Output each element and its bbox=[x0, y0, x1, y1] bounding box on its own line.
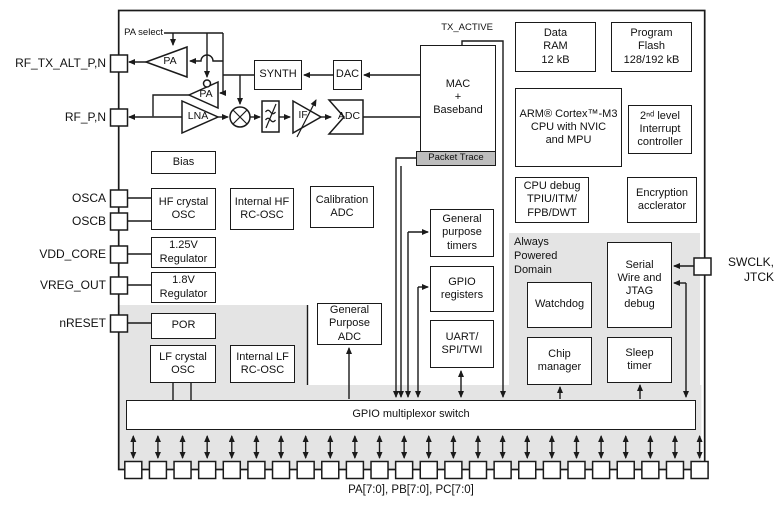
gpio-pin bbox=[394, 460, 414, 480]
pa-select-label: PA select bbox=[124, 27, 163, 38]
pin-osca bbox=[109, 189, 129, 208]
gpio-pin bbox=[690, 460, 709, 480]
block-gpio-registers: GPIO registers bbox=[430, 266, 494, 312]
block-watchdog: Watchdog bbox=[527, 282, 592, 328]
block-lf-crystal-osc: LF crystal OSC bbox=[150, 345, 216, 383]
pa2-label: PA bbox=[199, 88, 213, 100]
tx-active-wire bbox=[461, 40, 506, 398]
gpio-pin bbox=[321, 460, 340, 480]
block-calibration-adc: Calibration ADC bbox=[310, 186, 374, 228]
block-internal-hf-rc-osc: Internal HF RC-OSC bbox=[230, 188, 294, 230]
pin-label-vreg-out: VREG_OUT bbox=[39, 278, 106, 292]
block-regulator-18: 1.8V Regulator bbox=[151, 272, 216, 303]
tx-active-label: TX_ACTIVE bbox=[441, 22, 493, 33]
pin-rf bbox=[109, 108, 129, 127]
gpio-pin bbox=[591, 460, 611, 480]
block-uart-spi-twi: UART/ SPI/TWI bbox=[430, 320, 494, 368]
packet-trace-wire bbox=[393, 157, 417, 398]
gpio-pin bbox=[173, 460, 192, 480]
gain-arrow bbox=[296, 99, 317, 138]
block-serial-wire-jtag: Serial Wire and JTAG debug bbox=[607, 242, 672, 328]
block-program-flash: Program Flash 128/192 kB bbox=[611, 22, 692, 72]
swclk-jtck-label: SWCLK, JTCK bbox=[727, 255, 774, 284]
block-dac: DAC bbox=[333, 60, 362, 90]
pin-label-osca: OSCA bbox=[71, 191, 106, 205]
gpio-pin bbox=[296, 460, 315, 480]
gpio-port-label: PA[7:0], PB[7:0], PC[7:0] bbox=[348, 484, 474, 496]
gpio-pin bbox=[247, 460, 266, 480]
gpio-pin bbox=[616, 460, 635, 480]
gpio-pins bbox=[124, 435, 709, 480]
pa1-amp-triangle bbox=[143, 45, 188, 79]
lna-label: LNA bbox=[187, 110, 209, 122]
pin-vdd-core bbox=[109, 245, 129, 264]
pa1-label: PA bbox=[163, 55, 177, 67]
side-pins bbox=[109, 54, 712, 333]
rx-adc-shape bbox=[327, 99, 364, 135]
gpio-pin bbox=[370, 460, 389, 480]
block-interrupt-controller: 2ⁿᵈ level Interrupt controller bbox=[628, 105, 692, 154]
pin-rf-tx-alt bbox=[109, 54, 129, 73]
pin-swclk-jtck bbox=[693, 257, 712, 276]
gpio-pin bbox=[197, 460, 217, 480]
gpio-pin bbox=[419, 460, 439, 480]
pin-label-oscb: OSCB bbox=[71, 214, 106, 228]
pin-oscb bbox=[109, 212, 129, 231]
rx-adc-label: ADC bbox=[337, 110, 361, 122]
if-label: IF bbox=[298, 110, 308, 121]
block-synth: SYNTH bbox=[254, 60, 302, 90]
block-general-purpose-timers: General purpose timers bbox=[430, 209, 494, 257]
block-regulator-125: 1.25V Regulator bbox=[151, 237, 216, 268]
pin-label-rf: RF_P,N bbox=[64, 110, 106, 124]
gpio-pin bbox=[517, 460, 537, 480]
pa2-amp-triangle bbox=[187, 80, 219, 110]
block-por: POR bbox=[151, 313, 216, 339]
block-arm-cpu: ARM® Cortex™-M3 CPU with NVIC and MPU bbox=[515, 88, 622, 167]
gpio-pin bbox=[542, 460, 562, 480]
wires bbox=[127, 32, 694, 400]
gpio-pin bbox=[665, 460, 685, 480]
pin-nreset bbox=[109, 314, 129, 333]
block-hf-crystal-osc: HF crystal OSC bbox=[151, 188, 216, 230]
block-sleep-timer: Sleep timer bbox=[607, 337, 672, 383]
pin-label-nreset: nRESET bbox=[59, 316, 106, 330]
block-mac-baseband: MAC + Baseband bbox=[420, 45, 496, 166]
gpio-pin bbox=[124, 460, 143, 480]
pa2-enable-bubble bbox=[202, 79, 212, 88]
block-general-purpose-adc: General Purpose ADC bbox=[317, 303, 382, 345]
gpio-pin bbox=[493, 460, 512, 480]
rf-shapes bbox=[143, 45, 364, 138]
gpio-pin bbox=[271, 460, 291, 480]
always-powered-domain-label: Always Powered Domain bbox=[514, 236, 558, 276]
gpio-pin bbox=[345, 460, 365, 480]
block-data-ram: Data RAM 12 kB bbox=[515, 22, 596, 72]
gpio-pin bbox=[641, 460, 660, 480]
lna-triangle bbox=[181, 99, 220, 135]
block-encryption-accelerator: Encryption acclerator bbox=[627, 177, 697, 223]
block-packet-trace: Packet Trace bbox=[416, 150, 496, 166]
gpio-pin bbox=[567, 460, 586, 480]
block-internal-lf-rc-osc: Internal LF RC-OSC bbox=[230, 345, 295, 383]
pin-vreg-out bbox=[109, 276, 129, 295]
block-cpu-debug: CPU debug TPIU/ITM/ FPB/DWT bbox=[515, 177, 589, 223]
gpio-pin bbox=[222, 460, 242, 480]
pin-label-vdd-core: VDD_CORE bbox=[39, 247, 106, 261]
gpio-pin bbox=[148, 460, 168, 480]
block-gpio-mux: GPIO multiplexor switch bbox=[126, 400, 696, 430]
block-chip-manager: Chip manager bbox=[527, 337, 592, 385]
block-bias: Bias bbox=[151, 151, 216, 174]
pin-label-rf-tx-alt: RF_TX_ALT_P,N bbox=[15, 56, 106, 70]
gpio-pin bbox=[444, 460, 463, 480]
gpio-pin bbox=[468, 460, 488, 480]
